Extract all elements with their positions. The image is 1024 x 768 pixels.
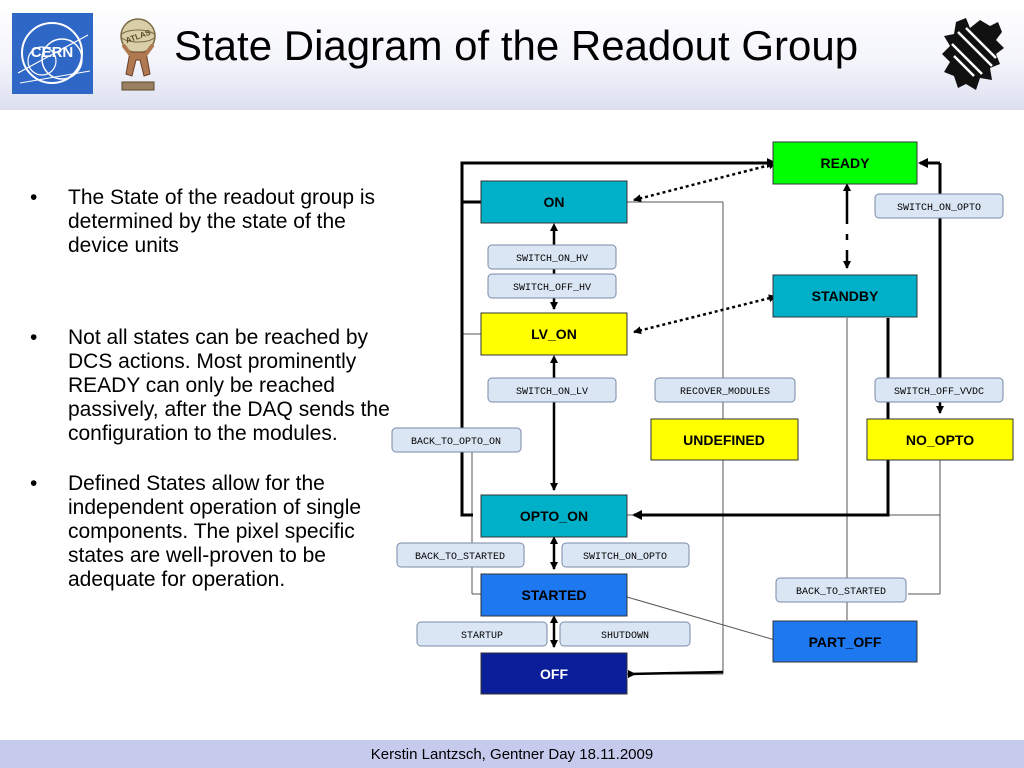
transition-label: STARTUP — [461, 631, 503, 642]
state-started: STARTED — [480, 573, 628, 617]
transition-switch-on-opto-ready: SWITCH_ON_OPTO — [874, 193, 1004, 219]
state-off: OFF — [480, 652, 628, 695]
slide-header — [0, 0, 1024, 110]
transition-label: SWITCH_ON_LV — [516, 387, 588, 398]
state-label: STARTED — [521, 587, 586, 603]
cern-logo-text: CERN — [31, 44, 74, 61]
slide-footer: Kerstin Lantzsch, Gentner Day 18.11.2009 — [0, 740, 1024, 768]
page-title: State Diagram of the Readout Group — [174, 22, 859, 69]
transition-startup: STARTUP — [416, 621, 548, 647]
bullet-item: The State of the readout group is determ… — [30, 186, 390, 258]
state-label: OFF — [540, 666, 568, 682]
transition-shutdown: SHUTDOWN — [559, 621, 691, 647]
transition-label: SHUTDOWN — [601, 631, 649, 642]
transition-label: BACK_TO_STARTED — [415, 552, 505, 563]
bullet-item: Defined States allow for the independent… — [30, 472, 390, 592]
dotted-connectors — [633, 161, 777, 335]
transition-label: SWITCH_OFF_VVDC — [894, 387, 984, 398]
transition-label: BACK_TO_STARTED — [796, 587, 886, 598]
transition-back-to-opto-on: BACK_TO_OPTO_ON — [391, 427, 522, 453]
state-label: UNDEFINED — [683, 432, 765, 448]
state-opto-on: OPTO_ON — [480, 494, 628, 538]
transition-label: BACK_TO_OPTO_ON — [411, 437, 501, 448]
transition-switch-off-hv: SWITCH_OFF_HV — [487, 273, 617, 299]
footer-text: Kerstin Lantzsch, Gentner Day 18.11.2009 — [370, 746, 654, 763]
bullet-list: The State of the readout group is determ… — [30, 186, 390, 618]
state-label: OPTO_ON — [520, 508, 588, 524]
transition-label: SWITCH_ON_HV — [516, 254, 588, 265]
bullet-item: Not all states can be reached by DCS act… — [30, 326, 390, 446]
state-on: ON — [480, 180, 628, 224]
cern-logo-graphic: CERN — [17, 22, 91, 84]
wuppertal-logo — [936, 14, 1014, 94]
state-no-opto: NO_OPTO — [866, 418, 1014, 461]
transition-recover-modules: RECOVER_MODULES — [654, 377, 796, 403]
state-label: NO_OPTO — [906, 432, 974, 448]
state-label: PART_OFF — [809, 634, 882, 650]
transition-label: SWITCH_ON_OPTO — [897, 203, 981, 214]
state-label: READY — [820, 155, 870, 171]
transition-switch-on-opto: SWITCH_ON_OPTO — [561, 542, 690, 568]
state-label: STANDBY — [812, 288, 879, 304]
transition-back-to-started-left: BACK_TO_STARTED — [396, 542, 525, 568]
state-label: LV_ON — [531, 326, 577, 342]
state-ready: READY — [772, 141, 918, 185]
cern-logo: CERN — [12, 13, 93, 94]
state-part-off: PART_OFF — [772, 620, 918, 663]
state-standby: STANDBY — [772, 274, 918, 318]
transition-switch-on-lv: SWITCH_ON_LV — [487, 377, 617, 403]
transition-label: SWITCH_OFF_HV — [513, 283, 591, 294]
state-label: ON — [544, 194, 565, 210]
transition-switch-on-hv: SWITCH_ON_HV — [487, 244, 617, 270]
transition-back-to-started-right: BACK_TO_STARTED — [775, 577, 907, 603]
transition-switch-off-vvdc: SWITCH_OFF_VVDC — [874, 377, 1004, 403]
state-lv-on: LV_ON — [480, 312, 628, 356]
transition-label: RECOVER_MODULES — [680, 387, 770, 398]
transition-label: SWITCH_ON_OPTO — [583, 552, 667, 563]
atlas-logo: ATLAS — [112, 16, 164, 94]
state-undefined: UNDEFINED — [650, 418, 799, 461]
